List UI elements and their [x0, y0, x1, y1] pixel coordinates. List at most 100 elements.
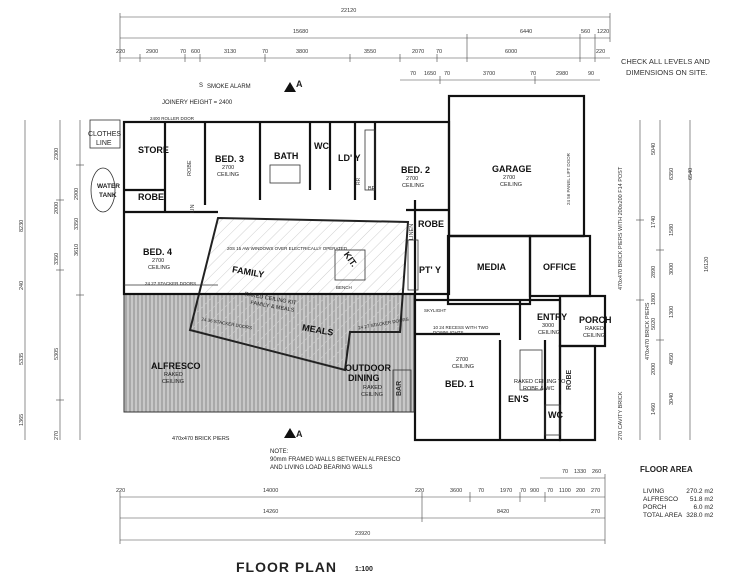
room-robe-1: ROBE: [138, 192, 165, 202]
dim-top-6440: 6440: [520, 29, 533, 35]
right-dimension-lines: [636, 120, 691, 440]
dim-right-5: 3000: [669, 262, 675, 275]
dim-bottom-270: 270: [591, 509, 601, 515]
bottom-dimension-lines: [119, 474, 606, 544]
skylight-label: SKYLIGHT: [424, 308, 447, 313]
room-bed1: BED. 1: [445, 379, 475, 389]
outdoor-ceiling-2: CEILING: [361, 392, 384, 398]
left-dimension-lines: [24, 120, 84, 440]
dim-bottom-overall: 23920: [355, 531, 371, 537]
alfresco-ceiling: RAKED: [164, 372, 183, 378]
garage-ceiling: 2700: [503, 175, 516, 181]
room-garage: GARAGE: [492, 164, 532, 174]
room-bath: BATH: [274, 151, 299, 161]
dim-right-7: 16120: [704, 256, 710, 272]
raked-ens-1: RAKED CEILING TO: [514, 379, 566, 385]
room-office: OFFICE: [543, 262, 576, 272]
entry-ceiling-2: CEILING: [538, 330, 561, 336]
dim-left-2: 8230: [19, 219, 25, 232]
room-outdoor-1: OUTDOOR: [345, 363, 391, 373]
smoke-alarm-label: SMOKE ALARM: [207, 84, 251, 90]
dim-bottom-r1-1: 14000: [263, 488, 279, 494]
dim-bottom-r1-11: 270: [591, 488, 601, 494]
water-tank-label-2: TANK: [99, 192, 117, 199]
dim-left-5: 3610: [74, 243, 80, 256]
check-note-line1: CHECK ALL LEVELS AND: [621, 57, 710, 66]
dim-left-3: 2000: [54, 201, 60, 214]
dim-top-r3-9: 70: [436, 49, 443, 55]
dim-top-r4-5: 2980: [556, 71, 569, 77]
bed1-ceiling-2: CEILING: [452, 364, 475, 370]
dim-top-15680: 15680: [293, 29, 309, 35]
room-pantry: PT' Y: [419, 265, 441, 275]
bed3-ceiling-2: CEILING: [217, 172, 240, 178]
room-bed4: BED. 4: [143, 247, 173, 257]
top-dimension-lines: [119, 13, 611, 84]
dim-overall-top: 22120: [341, 8, 357, 14]
recess-note: 10 24 RECESS WITH TWO DOWNLIGHTS: [433, 325, 489, 335]
drawing-title: FLOOR PLAN: [236, 559, 337, 575]
dim-left-8: 5335: [19, 352, 25, 365]
dim-bottom-top-0: 70: [562, 469, 569, 475]
dim-right-1: 6350: [669, 167, 675, 180]
dim-left-6: 3350: [74, 217, 80, 230]
dim-right-4: 1580: [669, 223, 675, 236]
drawing-scale: 1:100: [355, 566, 373, 573]
dim-right-0: 5040: [651, 142, 657, 155]
dim-top-r3-11: 220: [596, 49, 606, 55]
bed2-ceiling-2: CEILING: [402, 183, 425, 189]
dim-bottom-r1-6: 70: [520, 488, 527, 494]
room-laundry: LD' Y: [338, 153, 361, 163]
check-note-line2: DIMENSIONS ON SITE.: [626, 68, 708, 77]
section-marker-bottom: A: [296, 429, 303, 439]
area-label: ALFRESCO: [643, 496, 679, 503]
dim-left-1: 2900: [74, 187, 80, 200]
room-wc-2: WC: [548, 410, 563, 420]
dim-bottom-r1-3: 3600: [450, 488, 463, 494]
dim-top-560: 560: [581, 29, 591, 35]
area-value: 328.0 m2: [686, 512, 714, 519]
dim-top-r3-0: 220: [116, 49, 126, 55]
dim-bottom-8420: 8420: [497, 509, 510, 515]
room-ensuite: EN'S: [508, 394, 529, 404]
dim-top-r3-5: 70: [262, 49, 269, 55]
porch-ceiling: RAKED: [585, 326, 604, 332]
room-outdoor-2: DINING: [348, 373, 380, 383]
dim-right-6: 2890: [651, 265, 657, 278]
panel-lift-door-label: 24 56 PANEL LIFT DOOR: [566, 153, 571, 205]
dim-left-4: 3350: [54, 252, 60, 265]
dim-bottom-r1-9: 1100: [559, 488, 571, 494]
dim-right-9: 1300: [669, 305, 675, 318]
room-bed2: BED. 2: [401, 165, 431, 175]
dim-bottom-14260: 14260: [263, 509, 279, 515]
dim-right-3: 1740: [651, 215, 657, 228]
entry-ceiling: 3000: [542, 323, 555, 329]
area-value: 270.2 m2: [686, 488, 714, 495]
room-robe-3: ROBE: [566, 369, 573, 390]
room-robe-small: ROBE: [187, 160, 193, 176]
dim-bottom-top-1: 1330: [574, 469, 587, 475]
room-lin: LIN: [190, 204, 196, 213]
room-rr: RR: [356, 177, 362, 185]
note-line1: NOTE:: [270, 449, 289, 455]
dim-top-r3-8: 2070: [412, 49, 425, 55]
kitchen-bench: BENCH: [336, 285, 352, 290]
brick-piers-post-note: 470x470 BRICK PIERS WITH 200x200 F14 POS…: [618, 166, 624, 290]
cavity-brick-note: 270 CAVITY BRICK: [618, 391, 624, 440]
floor-area-row: LIVING 270.2 m2: [643, 488, 717, 496]
room-linen: LINEN: [409, 223, 415, 240]
section-arrows: [284, 82, 296, 438]
dim-top-r4-3: 3700: [483, 71, 496, 77]
area-label: LIVING: [643, 488, 665, 495]
section-marker-top: A: [296, 79, 303, 89]
dim-bottom-r1-5: 1970: [500, 488, 513, 494]
stacker-doors-1: 24 27 STACKER DOORS: [145, 281, 197, 286]
area-label: PORCH: [643, 504, 667, 511]
dim-top-r3-6: 3800: [296, 49, 309, 55]
alfresco-ceiling-2: CEILING: [162, 379, 185, 385]
room-alfresco: ALFRESCO: [151, 361, 201, 371]
bed3-ceiling: 2700: [222, 165, 235, 171]
dim-left-7: 240: [19, 280, 25, 290]
dim-top-r4-2: 70: [444, 71, 451, 77]
dim-bottom-r1-7: 900: [530, 488, 540, 494]
